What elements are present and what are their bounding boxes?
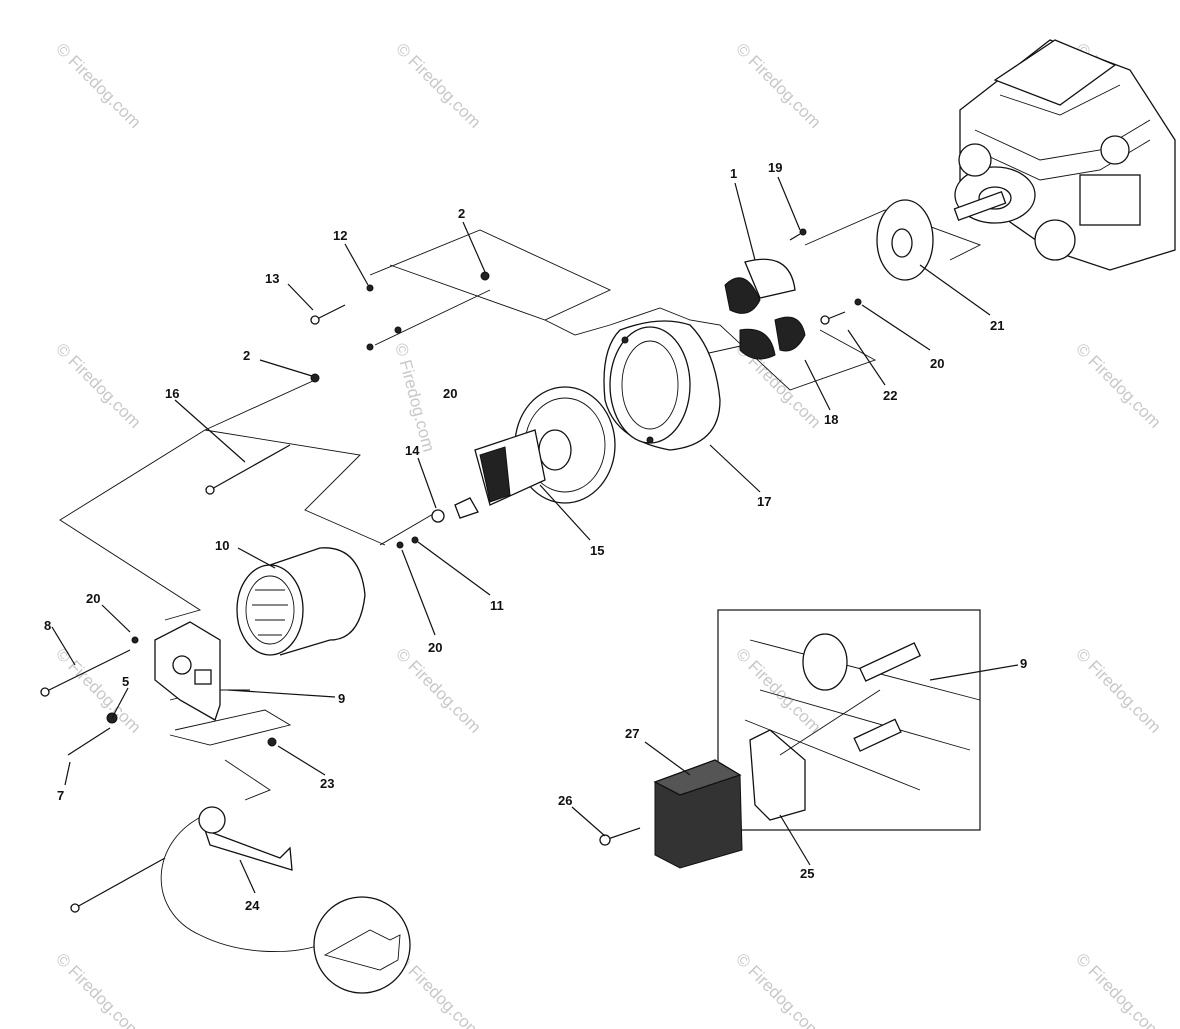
callout-label: 26 [558,793,572,808]
callout-label: 20 [428,640,442,655]
assembly-lines [59,209,982,953]
callout-label: 15 [590,543,604,558]
watermark: © Firedog.com [391,341,438,454]
fan-guards [724,228,807,360]
callout-label: 13 [265,271,279,286]
watermark: © Firedog.com [1072,644,1164,736]
cover-27 [599,759,743,869]
adapter-plate [876,199,934,281]
callout-label: 7 [57,788,64,803]
callout-label: 11 [490,598,504,613]
callout-label: 20 [443,386,457,401]
watermark: © Firedog.com [1072,949,1164,1029]
callout-label: 19 [768,160,782,175]
callout-label: 16 [165,386,179,401]
callout-label: 14 [405,443,420,458]
hardware [40,271,862,913]
callout-label: 17 [757,494,771,509]
rotor-assembly [431,386,616,523]
callout-label: 1 [730,166,737,181]
inset-detail [717,609,981,831]
watermark: © Firedog.com [52,644,144,736]
stator [236,547,366,656]
callout-label: 24 [245,898,260,913]
watermark: © Firedog.com [392,39,484,131]
watermark: © Firedog.com [732,949,824,1029]
callout-label: 18 [824,412,838,427]
callout-label: 5 [122,674,129,689]
watermark: © Firedog.com [52,949,144,1029]
callout-label: 8 [44,618,51,633]
callout-label: 23 [320,776,334,791]
leader-lines [51,176,1019,894]
watermark: © Firedog.com [1072,339,1164,431]
callout-label: 21 [990,318,1004,333]
callout-label: 10 [215,538,229,553]
callout-label: 20 [86,591,100,606]
callout-label: 12 [333,228,347,243]
callout-label: 25 [800,866,814,881]
watermark: © Firedog.com [392,644,484,736]
engine [953,39,1176,271]
fan-housing [603,320,721,451]
callout-label: 27 [625,726,639,741]
callout-label: 2 [243,348,250,363]
callout-label: 9 [1020,656,1027,671]
bracket-24 [198,806,411,994]
callout-label: 2 [458,206,465,221]
watermark: © Firedog.com [732,39,824,131]
callouts: 1 19 2 12 13 2 20 16 14 15 17 18 22 20 2… [44,160,1027,913]
end-bracket [131,621,221,721]
watermark: © Firedog.com [52,39,144,131]
callout-label: 20 [930,356,944,371]
watermark: © Firedog.com [52,339,144,431]
callout-label: 22 [883,388,897,403]
callout-label: 9 [338,691,345,706]
